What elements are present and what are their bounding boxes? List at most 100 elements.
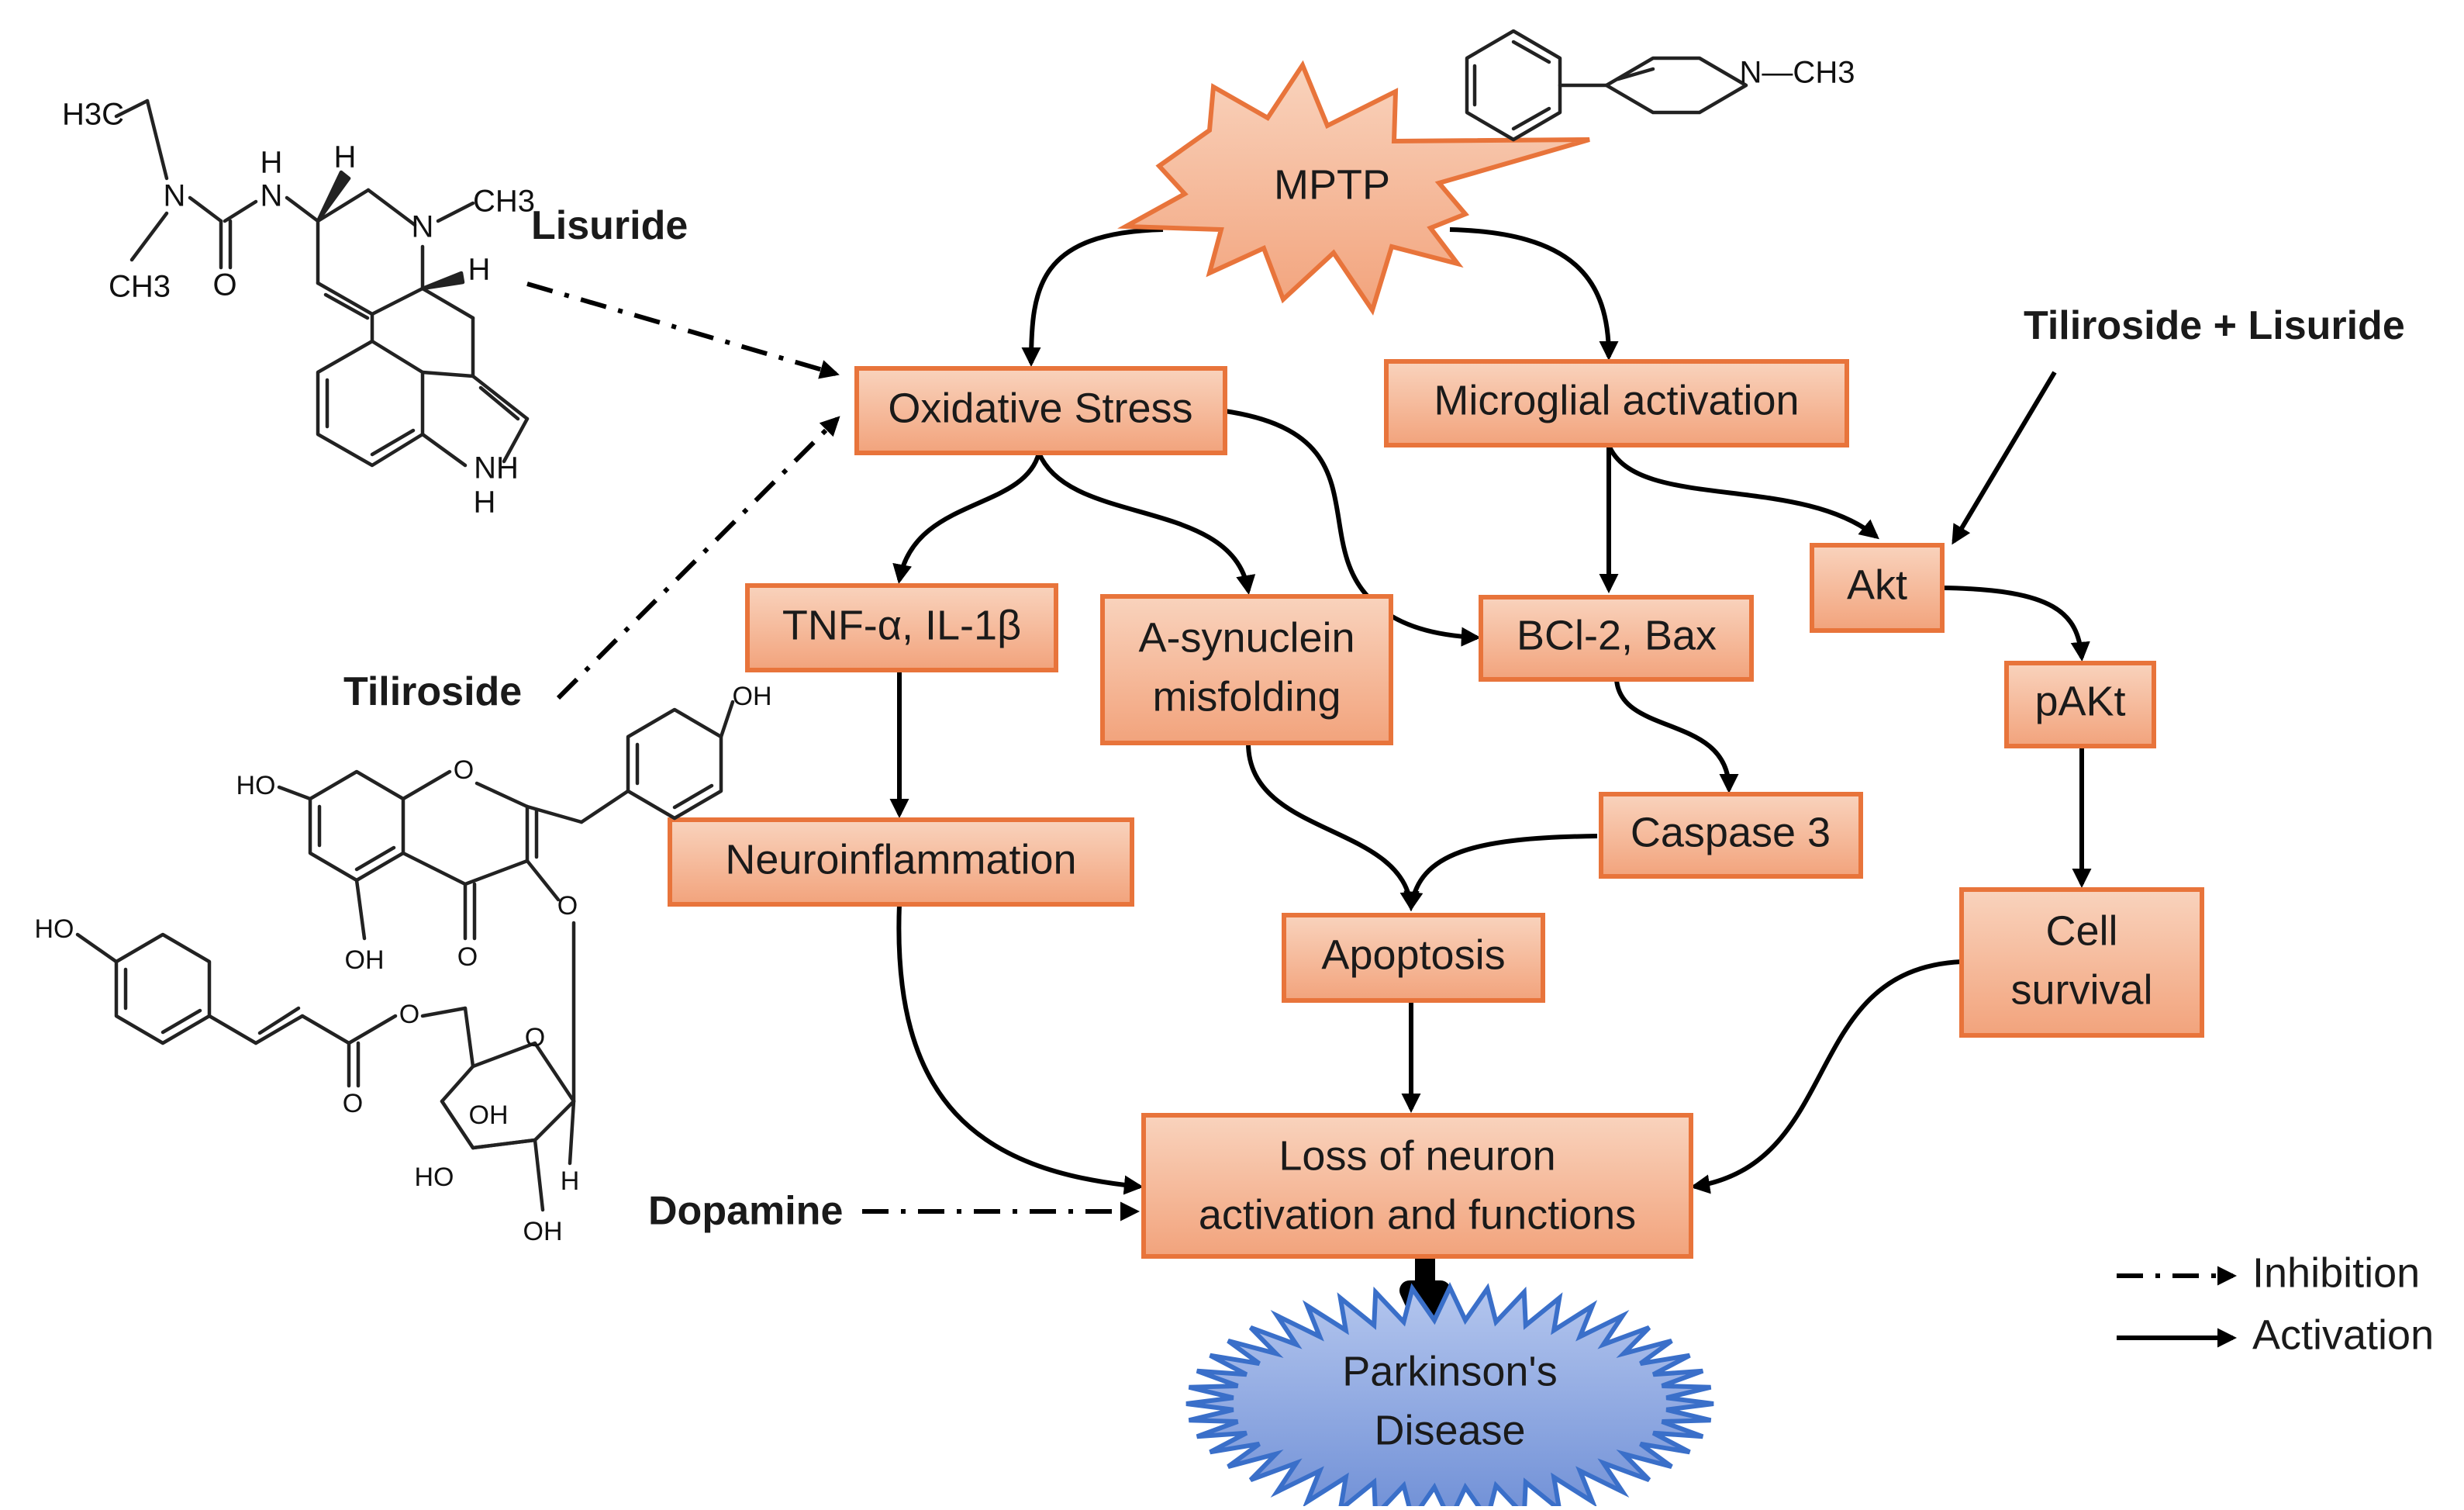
legend-inhibition-label: Inhibition bbox=[2252, 1249, 2420, 1296]
tiliroside-phenol-ring bbox=[626, 707, 723, 821]
caspase3-box bbox=[1599, 792, 1863, 879]
loss-of-neuron-box bbox=[1141, 1113, 1693, 1259]
edge-oxidative-synuclein bbox=[1037, 451, 1256, 595]
lisuride-ch3-2-label: CH3 bbox=[473, 185, 535, 219]
tnf-il-box bbox=[745, 583, 1058, 672]
tiliroside-coumaroyl-ring bbox=[114, 932, 212, 1045]
tiliroside-structure: OH HO OH O O O HO O O bbox=[35, 682, 772, 1246]
oxidative-stress-label: Oxidative Stress bbox=[888, 385, 1192, 431]
synuclein-box bbox=[1100, 594, 1393, 745]
lisuride-nh-h-label: H bbox=[261, 146, 283, 180]
tiliroside-sugar-o-label: O bbox=[525, 1023, 545, 1052]
cell-survival-label-line1: Cell bbox=[2045, 907, 2117, 954]
lisuride-label: Lisuride bbox=[531, 203, 688, 248]
lisuride-n1-label: N bbox=[164, 179, 186, 213]
lisuride-structure: H3C N CH3 O N H H N CH3 H bbox=[62, 98, 535, 520]
lisuride-benzene-ring bbox=[316, 339, 425, 468]
parkinsons-label-line1: Parkinson's bbox=[1342, 1348, 1557, 1394]
parkinsons-label-line2: Disease bbox=[1374, 1407, 1525, 1453]
lisuride-ch3-label: CH3 bbox=[109, 270, 171, 304]
node-synuclein: A-synuclein misfolding bbox=[1100, 594, 1393, 745]
tiliroside-ho-far-label: HO bbox=[35, 914, 74, 944]
tiliroside-sugar-oh2-label: OH bbox=[523, 1217, 563, 1246]
edge-akt-pakt bbox=[1941, 586, 2090, 662]
node-bcl2-bax: BCl-2, Bax bbox=[1479, 595, 1754, 682]
mptp-label: MPTP bbox=[1274, 161, 1390, 208]
edge-lisuride-oxidative bbox=[526, 282, 840, 379]
dopamine-label: Dopamine bbox=[648, 1189, 843, 1234]
tiliroside-oh-top-label: OH bbox=[733, 682, 772, 711]
edge-oxidative-tnf bbox=[892, 452, 1041, 584]
synuclein-label-line2: misfolding bbox=[1152, 673, 1341, 720]
microglial-activation-box bbox=[1384, 359, 1849, 447]
lisuride-o-label: O bbox=[212, 268, 236, 302]
pakt-box bbox=[2004, 661, 2156, 748]
bcl2-bax-box bbox=[1479, 595, 1754, 682]
mptp-burst bbox=[1117, 60, 1590, 316]
edge-mptp-microglial bbox=[1449, 227, 1619, 361]
akt-label: Akt bbox=[1847, 561, 1907, 608]
cell-survival-box bbox=[1959, 887, 2204, 1038]
mptp-structure: N—CH3 bbox=[1465, 29, 1855, 142]
lisuride-wedge-2 bbox=[420, 271, 465, 291]
lisuride-h1-label: H bbox=[334, 140, 357, 174]
parkinsons-burst bbox=[1185, 1281, 1714, 1510]
edge-tiliroside-oxidative bbox=[556, 416, 840, 700]
cell-survival-label-line2: survival bbox=[2010, 966, 2152, 1013]
tiliroside-sugar-oh1-label: OH bbox=[469, 1101, 509, 1130]
bcl2-bax-label: BCl-2, Bax bbox=[1517, 612, 1717, 658]
loss-label-line2: activation and functions bbox=[1199, 1191, 1636, 1238]
edge-cellsurvival-loss bbox=[1690, 959, 1962, 1194]
tiliroside-keto-o-label: O bbox=[457, 942, 478, 972]
tiliroside-ester-link-o-label: O bbox=[399, 1000, 419, 1029]
node-tnf-il: TNF-α, IL-1β bbox=[745, 583, 1058, 672]
node-oxidative-stress: Oxidative Stress bbox=[854, 366, 1227, 455]
neuroinflammation-box bbox=[668, 817, 1134, 907]
mptp-n-ch3-label: N—CH3 bbox=[1740, 56, 1855, 90]
edge-neuroinflammation-loss bbox=[896, 904, 1144, 1195]
tiliroside-ring-o-label: O bbox=[454, 755, 474, 785]
node-caspase3: Caspase 3 bbox=[1599, 792, 1863, 879]
caspase3-label: Caspase 3 bbox=[1631, 809, 1831, 855]
lisuride-h2-label: H bbox=[468, 253, 491, 287]
tiliroside-label: Tiliroside bbox=[343, 669, 522, 714]
lisuride-nh-ring-n-label: NH bbox=[474, 451, 519, 485]
loss-label-line1: Loss of neuron bbox=[1279, 1132, 1555, 1179]
oxidative-stress-box bbox=[854, 366, 1227, 455]
edge-oxidative-bcl2 bbox=[1224, 409, 1482, 647]
lisuride-h3c-label: H3C bbox=[62, 98, 124, 132]
edge-microglial-akt bbox=[1606, 444, 1879, 540]
microglial-activation-label: Microglial activation bbox=[1434, 377, 1799, 423]
tiliroside-glyco-o-label: O bbox=[557, 891, 578, 921]
node-neuroinflammation: Neuroinflammation bbox=[668, 817, 1134, 907]
node-mptp: MPTP bbox=[1117, 60, 1590, 316]
node-microglial-activation: Microglial activation bbox=[1384, 359, 1849, 447]
node-akt: Akt bbox=[1810, 543, 1945, 633]
legend-activation-label: Activation bbox=[2252, 1311, 2434, 1358]
pakt-label: pAKt bbox=[2034, 678, 2125, 724]
edge-combo-akt bbox=[1952, 371, 2057, 545]
tiliroside-ester-o-label: O bbox=[343, 1089, 363, 1118]
tnf-il-label: TNF-α, IL-1β bbox=[782, 602, 1021, 648]
edge-caspase-apoptosis bbox=[1403, 834, 1598, 911]
legend: Inhibition Activation bbox=[2117, 1249, 2434, 1358]
node-loss-of-neuron: Loss of neuron activation and functions bbox=[1141, 1113, 1693, 1259]
combo-label: Tiliroside + Lisuride bbox=[2024, 303, 2405, 348]
apoptosis-label: Apoptosis bbox=[1321, 931, 1505, 978]
edge-mptp-oxidative bbox=[1021, 227, 1164, 368]
tiliroside-sugar-ho-label: HO bbox=[415, 1163, 454, 1192]
tiliroside-sugar-h-label: H bbox=[561, 1166, 580, 1196]
akt-box bbox=[1810, 543, 1945, 633]
node-cell-survival: Cell survival bbox=[1959, 887, 2204, 1038]
edge-synuclein-apoptosis bbox=[1246, 742, 1420, 912]
lisuride-nh-n-label: N bbox=[261, 179, 283, 213]
tiliroside-oh-bottom-label: OH bbox=[345, 945, 385, 975]
lisuride-n2-label: N bbox=[412, 210, 434, 244]
lisuride-wedge-1 bbox=[316, 170, 351, 223]
tiliroside-ho-left-label: HO bbox=[236, 771, 276, 800]
apoptosis-box bbox=[1282, 913, 1545, 1003]
node-apoptosis: Apoptosis bbox=[1282, 913, 1545, 1003]
inhibition-edges bbox=[526, 282, 1141, 1221]
neuroinflammation-label: Neuroinflammation bbox=[725, 836, 1076, 883]
